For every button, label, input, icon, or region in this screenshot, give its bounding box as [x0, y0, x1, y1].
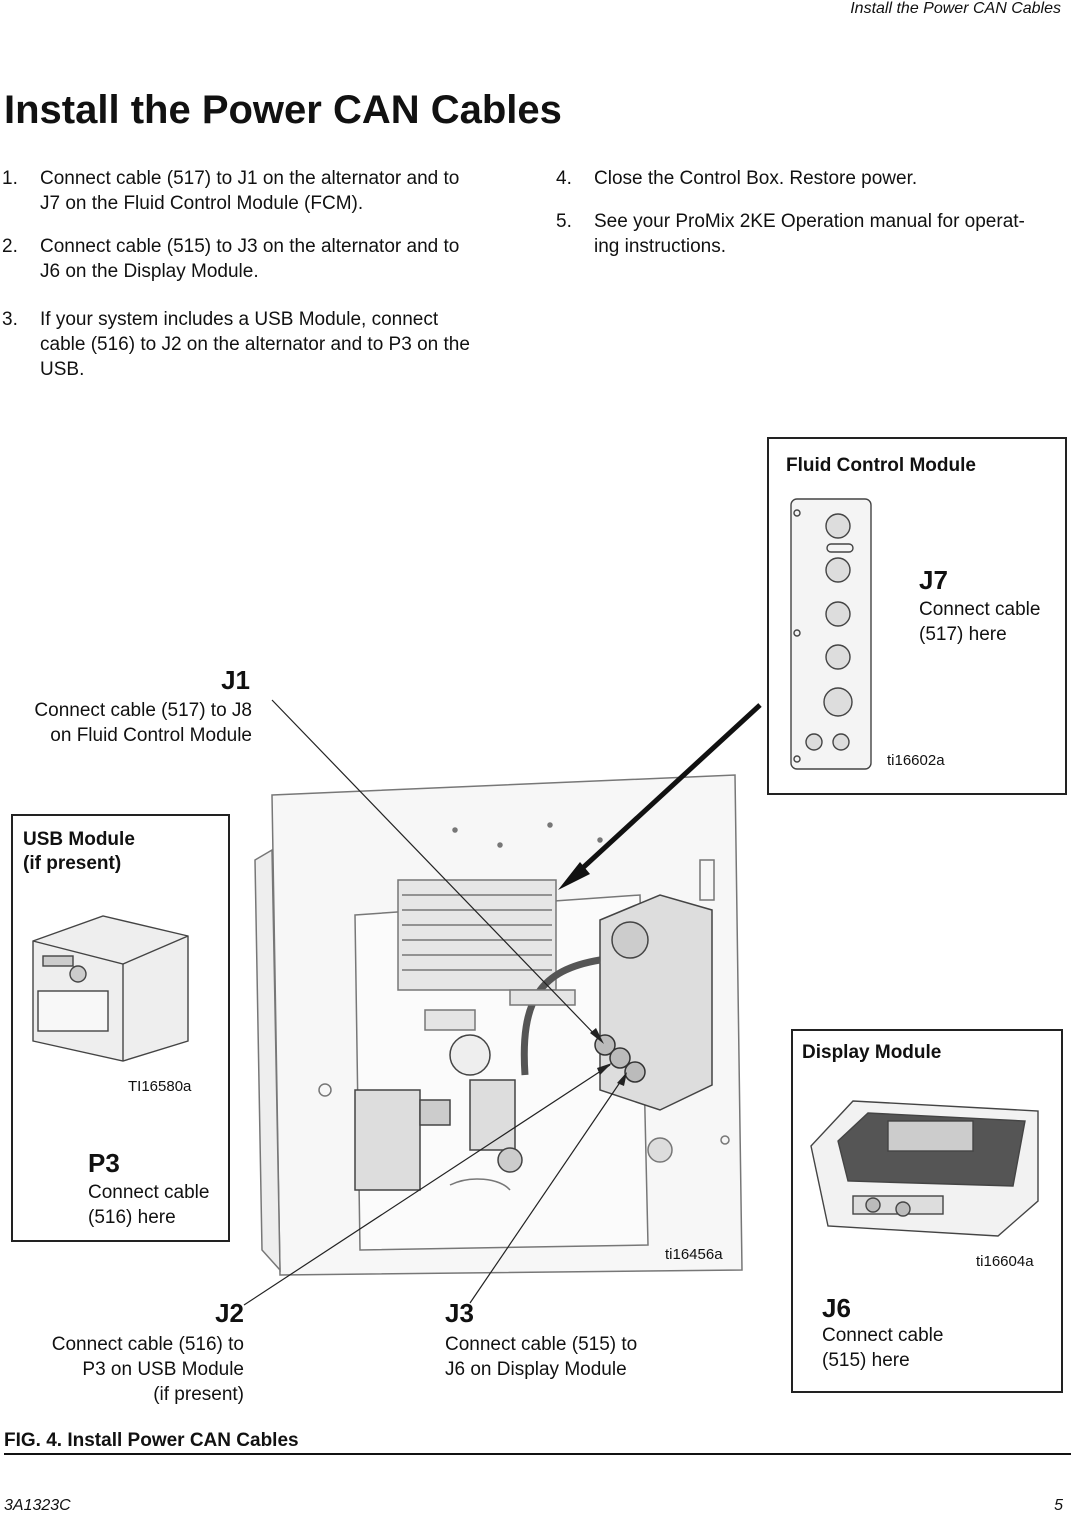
j6-label: J6 — [822, 1293, 851, 1323]
step-number: 3. — [2, 309, 18, 330]
display-title: Display Module — [802, 1042, 942, 1063]
j3-label: J3 — [445, 1298, 474, 1328]
step-text: Connect cable (515) to J3 on the alterna… — [40, 236, 460, 282]
main-figure-ref: ti16456a — [665, 1246, 723, 1263]
step-text: See your ProMix 2KE Operation manual for… — [594, 211, 1025, 257]
step-3: 3. If your system includes a USB Module,… — [2, 307, 522, 382]
usb-illustration — [32, 915, 189, 1062]
j6-note: Connect cable(515) here — [822, 1325, 944, 1371]
j1-label: J1 — [221, 665, 250, 695]
caption-rule — [4, 1453, 1071, 1455]
step-number: 5. — [556, 211, 572, 232]
usb-callout-box: USB Module(if present) TI16580a P3 Conne… — [11, 814, 230, 1242]
display-illustration — [810, 1100, 1039, 1237]
step-text: Connect cable (517) to J1 on the alterna… — [40, 168, 460, 214]
usb-title: USB Module(if present) — [23, 829, 135, 874]
fcm-illustration — [790, 498, 872, 770]
p3-note: Connect cable(516) here — [88, 1182, 210, 1228]
step-1: 1. Connect cable (517) to J1 on the alte… — [2, 166, 522, 216]
display-callout-box: Display Module ti16604a J6 Connect cable… — [791, 1029, 1063, 1393]
step-number: 4. — [556, 168, 572, 189]
display-ref: ti16604a — [976, 1253, 1034, 1270]
doc-number: 3A1323C — [4, 1497, 71, 1514]
figure-caption-text: Install Power CAN Cables — [67, 1430, 299, 1451]
j7-note: Connect cable(517) here — [919, 599, 1041, 645]
step-5: 5. See your ProMix 2KE Operation manual … — [556, 209, 1071, 259]
step-number: 2. — [2, 236, 18, 257]
step-text: Close the Control Box. Restore power. — [594, 168, 918, 189]
usb-ref: TI16580a — [128, 1078, 192, 1095]
page-title: Install the Power CAN Cables — [4, 88, 562, 132]
step-number: 1. — [2, 168, 18, 189]
figure-caption: FIG. 4. Install Power CAN Cables — [4, 1430, 299, 1452]
fcm-ref: ti16602a — [887, 752, 945, 769]
p3-label: P3 — [88, 1148, 120, 1178]
j7-label: J7 — [919, 565, 948, 595]
fcm-callout-box: Fluid Control Module J7 Connect cable(51… — [767, 437, 1067, 795]
step-4: 4. Close the Control Box. Restore power. — [556, 166, 1071, 191]
fcm-title: Fluid Control Module — [786, 455, 976, 476]
step-text: If your system includes a USB Module, co… — [40, 309, 470, 380]
j2-label: J2 — [215, 1298, 244, 1328]
running-header: Install the Power CAN Cables — [850, 0, 1061, 17]
figure-number: FIG. 4. — [4, 1430, 63, 1451]
page-number: 5 — [1054, 1497, 1063, 1514]
step-2: 2. Connect cable (515) to J3 on the alte… — [2, 234, 522, 284]
